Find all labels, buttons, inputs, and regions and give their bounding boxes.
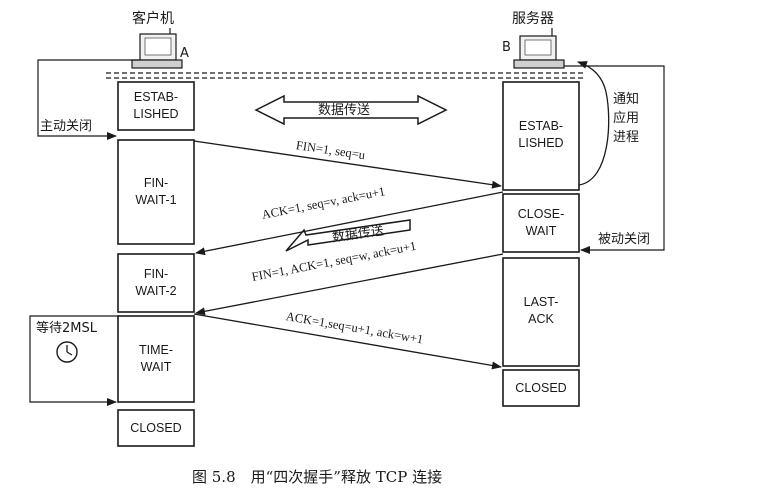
server-state-established: ESTAB-LISHED bbox=[518, 119, 564, 150]
client-state-time-wait: TIME-WAIT bbox=[138, 343, 174, 374]
data-transfer-label: 数据传送 bbox=[318, 103, 371, 118]
client-state-fin-wait-2: FIN-WAIT-2 bbox=[135, 267, 177, 298]
notify-app-label: 通知应用进程 bbox=[613, 92, 640, 145]
client-state-established: ESTAB-LISHED bbox=[133, 90, 179, 121]
server-state-boxes bbox=[502, 81, 580, 407]
server-state-close-wait: CLOSE-WAIT bbox=[517, 207, 565, 238]
clock-icon bbox=[56, 341, 78, 363]
notify-app-arrow bbox=[577, 61, 610, 186]
client-state-fin-wait-1: FIN-WAIT-1 bbox=[135, 176, 177, 207]
ack2-line bbox=[193, 313, 502, 370]
ack1-line bbox=[195, 191, 504, 256]
fin1-line bbox=[193, 140, 502, 189]
server-state-last-ack: LAST-ACK bbox=[523, 295, 559, 326]
server-id: B bbox=[502, 40, 511, 55]
client-title: 客户机 bbox=[132, 11, 174, 27]
client-id: A bbox=[180, 46, 189, 61]
passive-close-connector bbox=[564, 65, 665, 254]
client-computer-icon bbox=[131, 28, 183, 69]
wait-2msl-bracket bbox=[29, 315, 118, 406]
active-close-label: 主动关闭 bbox=[40, 119, 93, 134]
active-close-connector bbox=[37, 59, 140, 140]
client-state-closed: CLOSED bbox=[130, 421, 182, 435]
server-computer-icon bbox=[513, 28, 565, 69]
server-title: 服务器 bbox=[512, 11, 554, 27]
passive-close-label: 被动关闭 bbox=[598, 232, 651, 247]
server-state-closed: CLOSED bbox=[515, 381, 567, 395]
figure-caption: 图 5.8 用“四次握手”释放 TCP 连接 bbox=[192, 468, 443, 486]
client-state-boxes bbox=[117, 81, 195, 447]
fin2-line bbox=[195, 253, 504, 316]
wait-2msl-label: 等待2MSL bbox=[36, 321, 97, 336]
data-transfer-double-arrow bbox=[254, 94, 448, 126]
